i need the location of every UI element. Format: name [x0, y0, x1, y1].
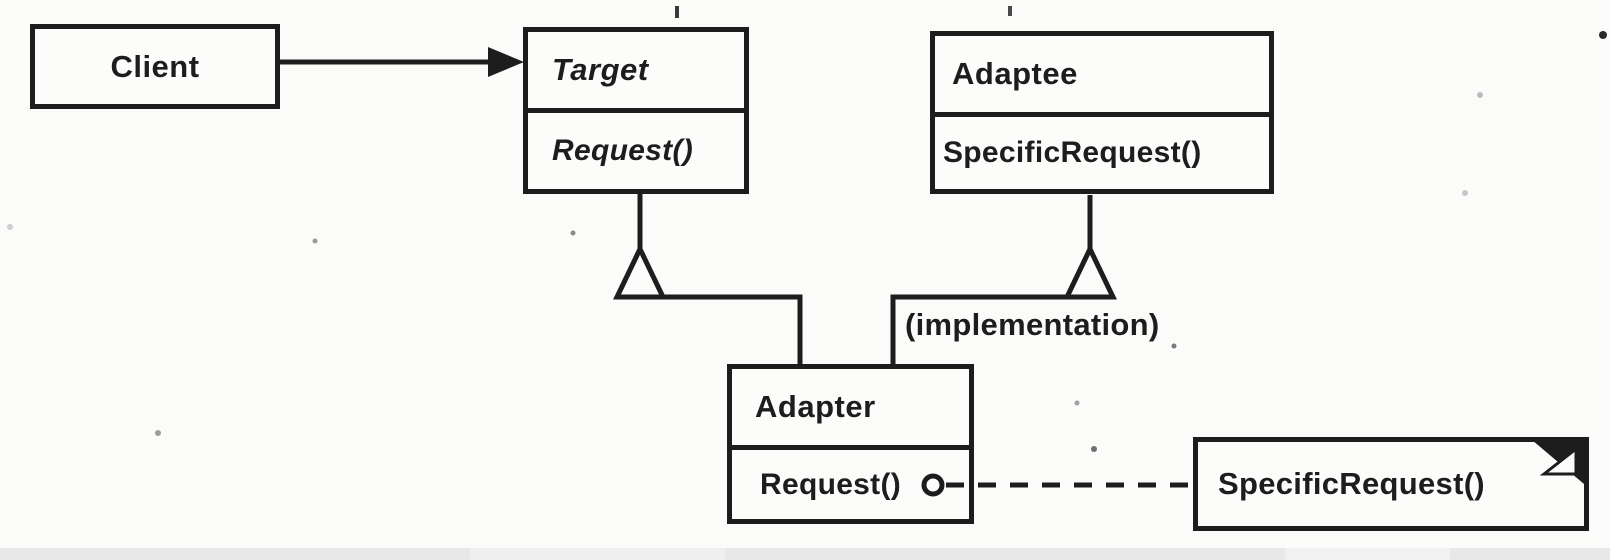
- class-box-adapter: Adapter Request(): [727, 364, 974, 524]
- note-box-specificrequest: SpecificRequest(): [1193, 437, 1589, 531]
- class-method-target-request: Request(): [552, 134, 694, 167]
- association-arrow-client-target: [280, 47, 524, 77]
- inheritance-connector-target: [613, 194, 803, 364]
- page-edge-strip: [0, 548, 1610, 560]
- class-name-adaptee: Adaptee: [935, 36, 1269, 117]
- page-edge-strip-segment: [1285, 548, 1450, 560]
- note-text: SpecificRequest(): [1218, 466, 1485, 501]
- class-method-adapter-request: Request(): [760, 467, 902, 501]
- class-name-client: Client: [110, 48, 200, 84]
- class-method-adaptee-specificrequest: SpecificRequest(): [943, 136, 1202, 169]
- class-name-target: Target: [528, 32, 744, 113]
- page-edge-strip-segment: [470, 548, 725, 560]
- class-box-client: Client: [30, 24, 280, 109]
- implementation-edge-label: (implementation): [905, 307, 1160, 342]
- class-box-target: Target Request(): [523, 27, 749, 194]
- class-box-adaptee: Adaptee SpecificRequest(): [930, 31, 1274, 194]
- class-name-adapter: Adapter: [732, 369, 969, 450]
